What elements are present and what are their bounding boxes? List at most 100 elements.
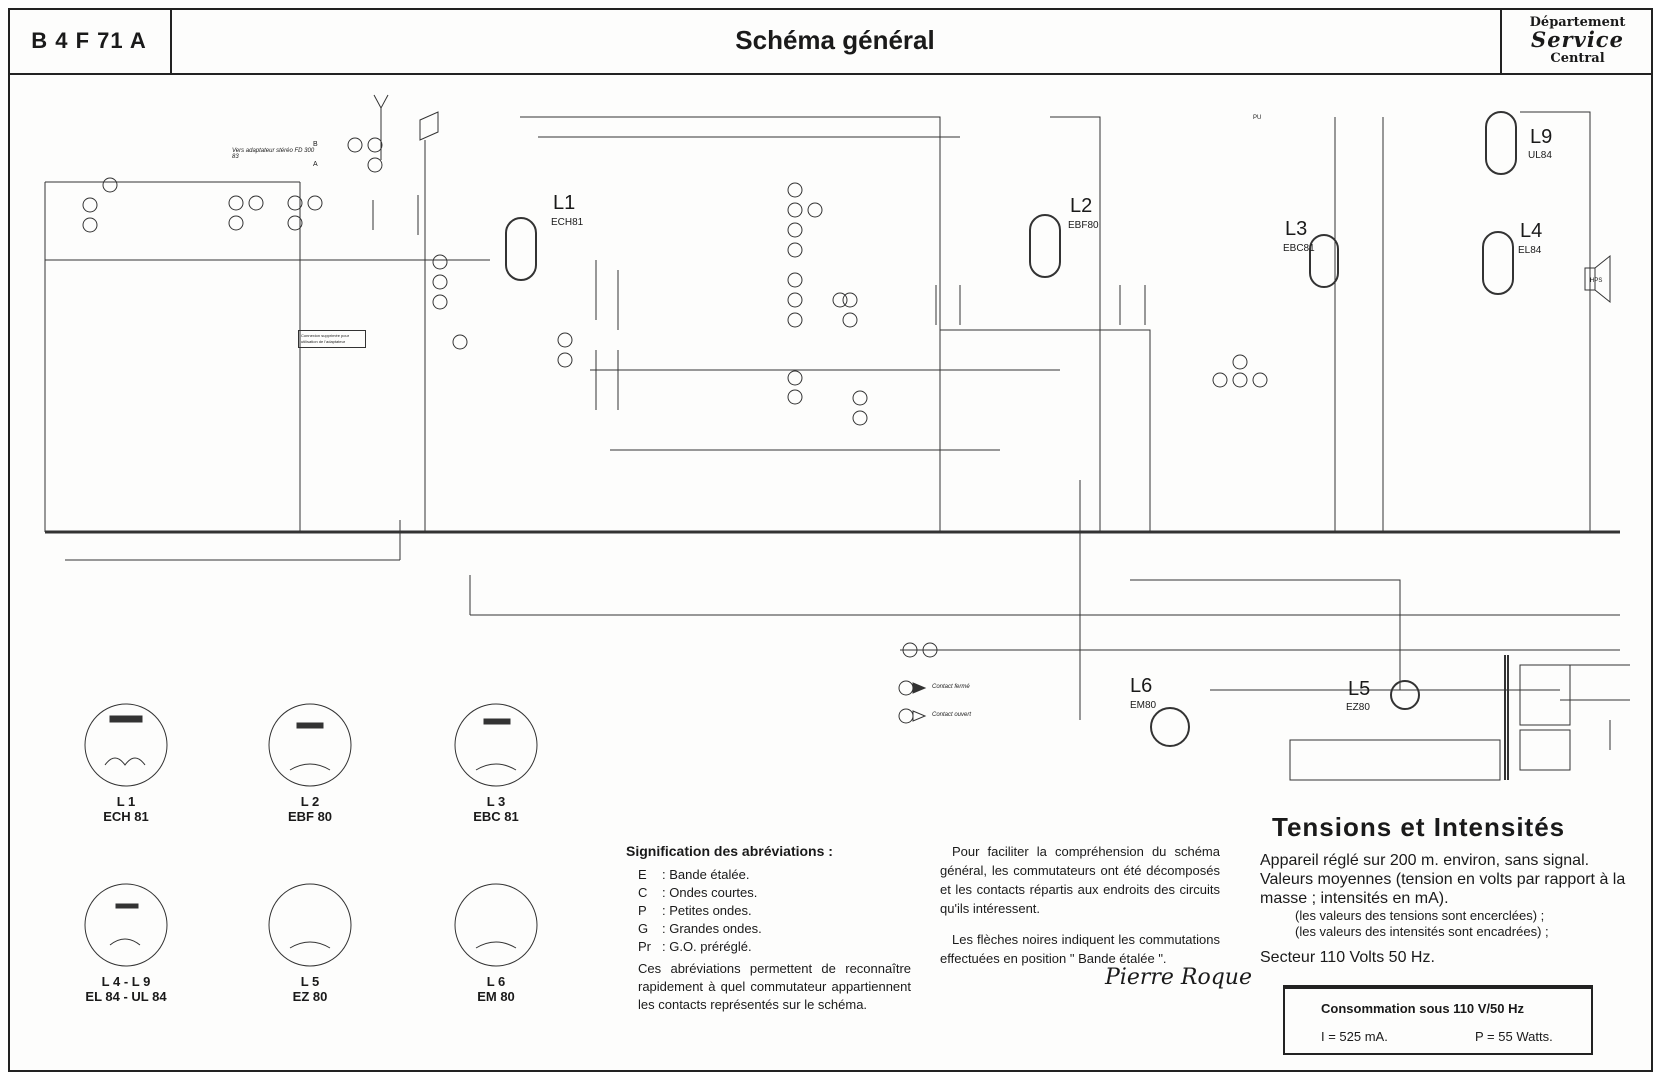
abbreviation-key: C	[638, 885, 648, 900]
heater-chain	[1289, 739, 1501, 781]
note-paragraph: Les flèches noires indiquent les commuta…	[940, 932, 1220, 966]
tube-base-label: L 1	[116, 794, 136, 809]
frame-antenna-symbol	[419, 111, 439, 141]
abbreviation-key: G	[638, 921, 649, 936]
tube-base-type: EBF 80	[287, 808, 333, 824]
adapter-terminal-b: B	[313, 141, 318, 148]
transformer-secondary	[1519, 729, 1571, 771]
wire	[1050, 116, 1101, 532]
abbreviation-value: : Petites ondes.	[662, 903, 752, 918]
tube-l4-type: EL84	[1518, 245, 1542, 256]
tube-base-caption: L 3 EBC 81	[436, 794, 556, 825]
tube-base-label: L 4 - L 9	[101, 974, 151, 989]
tube-base-caption: L 1 ECH 81	[66, 794, 186, 825]
tube-l2-symbol	[1029, 214, 1061, 278]
note-paragraph: Pour faciliter la compréhension du schém…	[940, 844, 1220, 916]
abbreviations-title: Signification des abréviations :	[626, 843, 833, 859]
notes-panel: Pour faciliter la compréhension du schém…	[940, 842, 1220, 980]
abbreviation-key: E	[638, 867, 647, 882]
tube-l6-symbol	[1150, 707, 1190, 747]
coil-group	[44, 195, 1146, 410]
pu-label: PU	[1253, 115, 1262, 121]
tube-base-caption: L 5 EZ 80	[250, 974, 370, 1005]
abbreviation-key: P	[638, 903, 647, 918]
tensions-panel: Tensions et Intensités Appareil réglé su…	[1260, 812, 1630, 967]
wire	[45, 181, 301, 532]
speaker-label: HPS	[1590, 278, 1603, 284]
tube-base-type: EM 80	[477, 988, 515, 1004]
adapter-note: Vers adaptateur stéréo FD 300 83	[232, 148, 315, 160]
tube-base-caption: L 4 - L 9 EL 84 - UL 84	[66, 974, 186, 1005]
tube-l1-symbol	[505, 217, 537, 281]
open-arrow-icon	[912, 710, 927, 722]
abbreviations-panel: Signification des abréviations : E : Band…	[626, 842, 911, 1014]
tube-base-label: L 5	[300, 974, 320, 989]
tube-base-diagrams	[84, 703, 538, 967]
abbreviation-value: : Ondes courtes.	[662, 885, 758, 900]
tube-l3-type: EBC81	[1283, 243, 1315, 254]
secteur-line: Secteur 110 Volts 50 Hz.	[1260, 949, 1435, 966]
transformer-secondary	[1519, 664, 1571, 726]
consumption-current: I = 525 mA.	[1321, 1029, 1388, 1044]
contact-closed-symbol	[898, 680, 914, 696]
abbreviation-key: Pr	[638, 939, 651, 954]
tube-l9-type: UL84	[1528, 150, 1552, 161]
legend-contact-closed: Contact fermé	[932, 684, 970, 690]
abbreviation-item: C : Ondes courtes.	[626, 884, 911, 902]
tube-base-type: EL 84 - UL 84	[85, 988, 167, 1004]
tube-base-label: L 6	[486, 974, 506, 989]
legend-contact-open: Contact ouvert	[932, 712, 972, 718]
antenna-symbol	[373, 94, 389, 160]
tube-l5-label: L5	[1348, 678, 1371, 700]
tube-base-caption: L 2 EBF 80	[250, 794, 370, 825]
wire	[520, 116, 941, 532]
title-block: B 4 F 71 A Schéma général Département Se…	[8, 8, 1653, 75]
abbreviations-paragraph: Ces abréviations permettent de reconnaît…	[638, 961, 911, 1012]
abbreviation-value: : G.O. préréglé.	[662, 939, 752, 954]
page-title: Schéma général	[735, 25, 935, 55]
abbreviation-value: : Grandes ondes.	[662, 921, 762, 936]
signature: Pierre Roque	[1105, 965, 1252, 990]
tube-l9-symbol	[1485, 111, 1517, 175]
tensions-line: Valeurs moyennes (tension en volts par r…	[1260, 871, 1626, 907]
wire	[65, 520, 401, 561]
abbreviation-item: P : Petites ondes.	[626, 902, 911, 920]
tube-l5-symbol	[1390, 680, 1420, 710]
tube-base-label: L 3	[486, 794, 506, 809]
wire	[1520, 111, 1591, 532]
wire	[940, 329, 1151, 532]
consumption-title: Consommation sous 110 V/50 Hz	[1321, 1001, 1525, 1016]
department-line3: Central	[1550, 50, 1605, 66]
connexion-note: Connexion supprimée pour utilisation de …	[298, 330, 366, 348]
department-line2: Service	[1531, 27, 1624, 53]
abbreviation-item: E : Bande étalée.	[626, 866, 911, 884]
adapter-terminal-a: A	[313, 161, 318, 168]
tube-base-caption: L 6 EM 80	[436, 974, 556, 1005]
tube-base-type: ECH 81	[103, 808, 149, 824]
tube-l2-label: L2	[1070, 195, 1093, 217]
mains-wire	[1560, 664, 1630, 750]
consumption-power: P = 55 Watts.	[1475, 1029, 1553, 1044]
speaker-symbol	[1584, 254, 1611, 304]
tube-l4-symbol	[1482, 231, 1514, 295]
abbreviation-value: : Bande étalée.	[662, 867, 750, 882]
wire	[1130, 579, 1401, 690]
department-logo: Département Service Central	[1500, 8, 1653, 73]
tube-base-type: EBC 81	[473, 808, 519, 824]
contact-open-symbol	[898, 708, 914, 724]
tensions-subline: (les valeurs des tensions sont encerclée…	[1295, 908, 1545, 923]
consumption-box: Consommation sous 110 V/50 Hz I = 525 mA…	[1283, 985, 1593, 1055]
tube-l1-type: ECH81	[551, 217, 584, 228]
tensions-subline: (les valeurs des intensités sont encadré…	[1295, 924, 1549, 939]
switch-contacts	[82, 137, 1268, 658]
tube-l6-label: L6	[1130, 675, 1153, 697]
tube-l2-type: EBF80	[1068, 220, 1099, 231]
tensions-line: Appareil réglé sur 200 m. environ, sans …	[1260, 852, 1590, 869]
abbreviation-item: Pr : G.O. préréglé.	[626, 938, 911, 956]
tube-l5-type: EZ80	[1346, 702, 1370, 713]
tube-l3-label: L3	[1285, 218, 1308, 240]
closed-arrow-icon	[912, 682, 927, 694]
tube-l4-label: L4	[1520, 220, 1543, 242]
tube-l9-label: L9	[1530, 126, 1553, 148]
